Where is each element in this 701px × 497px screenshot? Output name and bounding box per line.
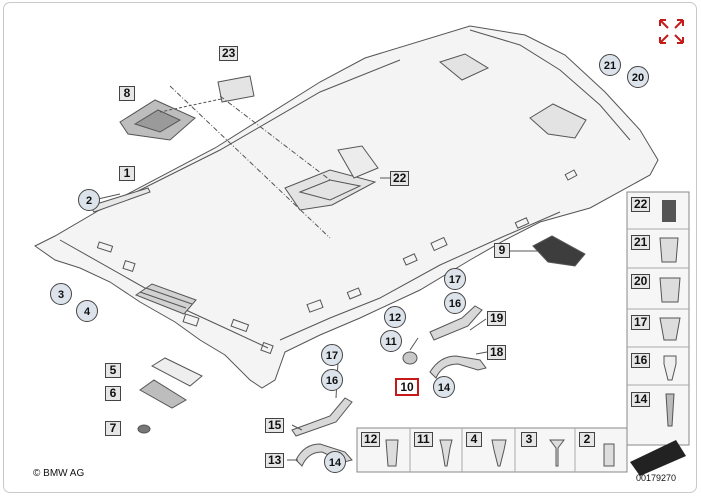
callout-9[interactable]: 9 — [494, 243, 510, 258]
expand-arrows-icon[interactable] — [659, 18, 683, 42]
part-5-cover — [150, 357, 203, 387]
callout-1[interactable]: 1 — [119, 166, 135, 181]
callout-18[interactable]: 18 — [487, 345, 507, 360]
callout-17-right[interactable]: 17 — [444, 268, 466, 290]
part-10-clip — [402, 351, 418, 365]
legend-label-11[interactable]: 11 — [414, 432, 433, 447]
part-13-handle — [295, 443, 353, 467]
callout-17-left[interactable]: 17 — [321, 344, 343, 366]
part-15-bracket — [291, 397, 353, 437]
callout-23[interactable]: 23 — [219, 46, 239, 61]
legend-label-12[interactable]: 12 — [361, 432, 381, 447]
sunroof-opening — [284, 169, 377, 211]
direction-arrow — [630, 440, 686, 476]
callout-4[interactable]: 4 — [76, 300, 98, 322]
callout-21[interactable]: 21 — [599, 54, 621, 76]
part-23-block — [217, 75, 255, 103]
legend-label-21[interactable]: 21 — [631, 235, 651, 250]
callout-15[interactable]: 15 — [265, 418, 285, 433]
callout-2[interactable]: 2 — [78, 189, 100, 211]
part-19-bracket — [429, 305, 483, 341]
part-18-handle — [429, 355, 487, 379]
headliner-outline — [34, 25, 659, 389]
callout-11[interactable]: 11 — [380, 330, 402, 352]
callout-13[interactable]: 13 — [265, 453, 285, 468]
callout-16-left[interactable]: 16 — [321, 369, 343, 391]
part-7-clip — [137, 424, 151, 434]
callout-22[interactable]: 22 — [390, 171, 410, 186]
legend-label-16[interactable]: 16 — [631, 353, 651, 368]
legend-label-22[interactable]: 22 — [631, 197, 651, 212]
legend-label-14[interactable]: 14 — [631, 392, 651, 407]
legend-label-20[interactable]: 20 — [631, 274, 651, 289]
diagram-id: 00179270 — [636, 473, 677, 483]
copyright-text: © BMW AG — [33, 468, 85, 479]
legend-label-2[interactable]: 2 — [579, 432, 595, 447]
callout-5[interactable]: 5 — [105, 363, 121, 378]
part-9-cover — [532, 235, 586, 267]
callout-14-right[interactable]: 14 — [433, 376, 455, 398]
legend-label-4[interactable]: 4 — [466, 432, 482, 447]
callout-6[interactable]: 6 — [105, 386, 121, 401]
callout-14-left[interactable]: 14 — [324, 451, 346, 473]
legend-label-17[interactable]: 17 — [631, 315, 651, 330]
callout-3[interactable]: 3 — [50, 283, 72, 305]
callout-19[interactable]: 19 — [487, 311, 507, 326]
callout-12[interactable]: 12 — [384, 306, 406, 328]
callout-20[interactable]: 20 — [627, 66, 649, 88]
legend-label-3[interactable]: 3 — [521, 432, 537, 447]
callout-8[interactable]: 8 — [119, 86, 135, 101]
callout-10-highlighted[interactable]: 10 — [395, 378, 419, 396]
part-6-cover — [139, 379, 187, 409]
callout-16-right[interactable]: 16 — [444, 292, 466, 314]
callout-7[interactable]: 7 — [105, 421, 121, 436]
